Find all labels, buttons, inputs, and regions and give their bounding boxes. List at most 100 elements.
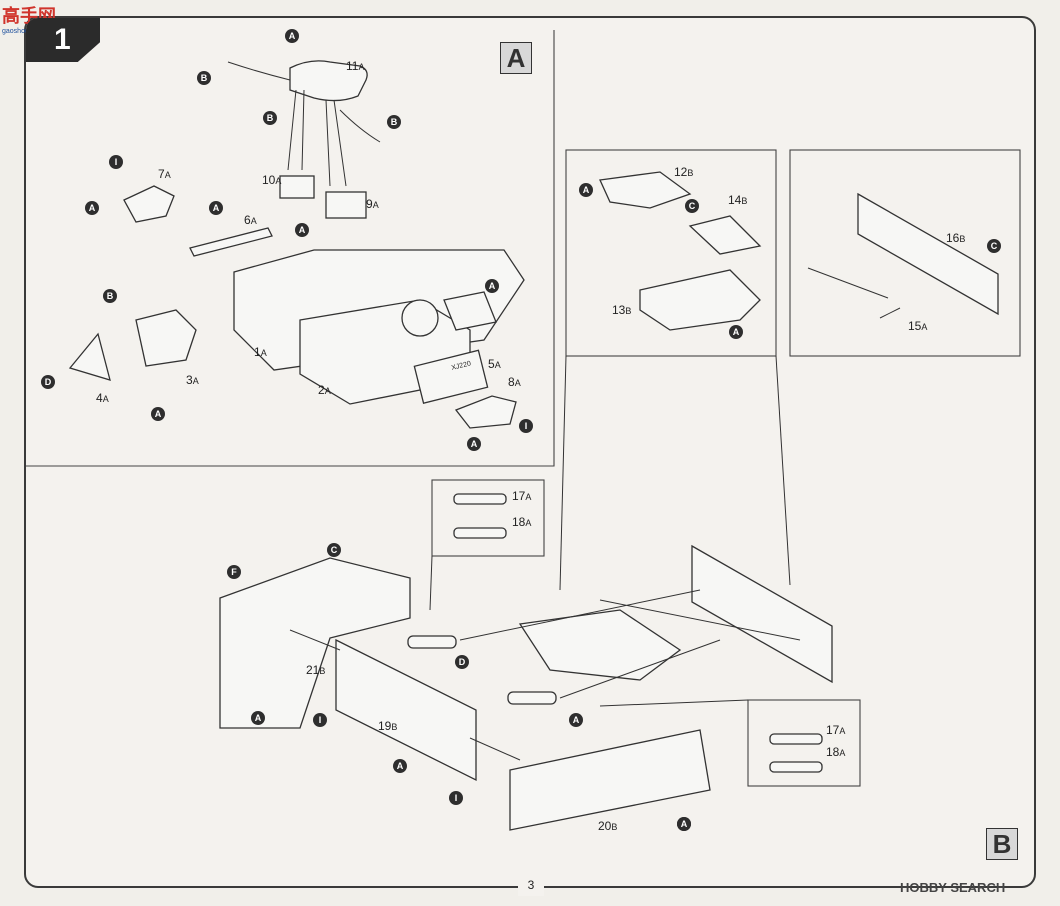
part-number-label: 17A <box>512 489 531 503</box>
svg-text:I: I <box>525 421 528 431</box>
callout-marker: C <box>987 239 1001 253</box>
part-number-label: 5A <box>488 357 501 371</box>
part-starter-8a <box>454 395 517 429</box>
svg-text:I: I <box>115 157 118 167</box>
svg-text:A: A <box>155 409 162 419</box>
svg-text:B: B <box>267 113 274 123</box>
part-number-label: 8A <box>508 375 521 389</box>
shock-absorbers <box>407 493 823 773</box>
callout-marker: A <box>485 279 499 293</box>
callout-marker: C <box>327 543 341 557</box>
part-side-wall-21b <box>219 557 411 729</box>
part-wishbone-12b <box>599 171 692 209</box>
part-number-label: 12B <box>674 165 693 179</box>
svg-text:A: A <box>489 281 496 291</box>
part-number-label: 20B <box>598 819 617 833</box>
part-number-label: 4A <box>96 391 109 405</box>
part-number-label: 21B <box>306 663 325 677</box>
svg-text:C: C <box>689 201 696 211</box>
svg-text:D: D <box>45 377 52 387</box>
callout-marker: A <box>579 183 593 197</box>
part-exhaust <box>227 60 381 143</box>
part-wishbone-14b <box>688 215 762 255</box>
callout-marker: I <box>449 791 463 805</box>
part-number-label: 19B <box>378 719 397 733</box>
part-number-label: 15A <box>908 319 927 333</box>
page-number: 3 <box>518 878 544 896</box>
svg-text:A: A <box>471 439 478 449</box>
svg-text:A: A <box>299 225 306 235</box>
callout-marker: A <box>729 325 743 339</box>
callout-marker: A <box>393 759 407 773</box>
callout-marker: B <box>387 115 401 129</box>
callout-marker: B <box>263 111 277 125</box>
part-number-label: 2A <box>318 383 331 397</box>
svg-text:C: C <box>991 241 998 251</box>
callout-marker: A <box>467 437 481 451</box>
part-number-label: 3A <box>186 373 199 387</box>
part-panel-16b <box>807 192 999 319</box>
part-number-label: 6A <box>244 213 257 227</box>
part-number-label: 7A <box>158 167 171 181</box>
part-number-label: 11A <box>346 59 364 73</box>
callout-marker: D <box>455 655 469 669</box>
svg-text:A: A <box>397 761 404 771</box>
callout-marker: A <box>85 201 99 215</box>
svg-text:A: A <box>213 203 220 213</box>
callout-marker: A <box>569 713 583 727</box>
part-radiator: XJ220 <box>413 349 489 404</box>
callout-marker: A <box>677 817 691 831</box>
part-number-label: 13B <box>612 303 631 317</box>
svg-text:I: I <box>319 715 322 725</box>
part-bracket-13b <box>639 269 761 331</box>
callout-marker: D <box>41 375 55 389</box>
part-number-label: 17A <box>826 723 845 737</box>
detail-box-shock-1 <box>431 479 545 557</box>
callout-marker: I <box>313 713 327 727</box>
section-a-label: A <box>500 42 532 74</box>
svg-text:D: D <box>459 657 466 667</box>
svg-text:A: A <box>733 327 740 337</box>
svg-text:A: A <box>89 203 96 213</box>
callout-marker: A <box>295 223 309 237</box>
part-number-label: 1A <box>254 345 267 359</box>
callout-marker: A <box>251 711 265 725</box>
callout-marker: A <box>151 407 165 421</box>
detail-box-suspension <box>565 149 777 357</box>
callout-marker: B <box>103 289 117 303</box>
callout-marker: C <box>685 199 699 213</box>
part-side-wall-20b <box>509 729 711 831</box>
callout-marker: F <box>227 565 241 579</box>
callout-marker: A <box>209 201 223 215</box>
svg-text:A: A <box>255 713 262 723</box>
part-number-label: 10A <box>262 173 281 187</box>
part-rail <box>189 227 273 257</box>
svg-text:A: A <box>681 819 688 829</box>
svg-text:B: B <box>107 291 114 301</box>
part-pulley <box>68 309 197 381</box>
callout-marker: B <box>197 71 211 85</box>
part-number-label: 18A <box>826 745 845 759</box>
callout-marker: I <box>109 155 123 169</box>
callout-marker: A <box>285 29 299 43</box>
part-starter-7a <box>123 185 175 223</box>
section-a-border <box>26 30 555 467</box>
part-number-label: 16B <box>946 231 965 245</box>
svg-text:B: B <box>201 73 208 83</box>
svg-text:XJ220: XJ220 <box>451 360 472 372</box>
part-rear-frame <box>691 544 833 684</box>
part-bulkhead-19b <box>335 638 477 782</box>
instruction-frame <box>24 16 1036 888</box>
svg-text:F: F <box>231 567 237 577</box>
svg-text:A: A <box>583 185 590 195</box>
svg-text:A: A <box>289 31 296 41</box>
part-intake <box>279 89 367 219</box>
detail-box-rear-panel <box>789 149 1021 357</box>
svg-text:B: B <box>391 117 398 127</box>
detail-box-shock-2 <box>747 699 861 787</box>
part-number-label: 9A <box>366 197 379 211</box>
part-number-label: 18A <box>512 515 531 529</box>
svg-text:C: C <box>331 545 338 555</box>
watermark: HOBBY SEARCH <box>900 880 1006 895</box>
